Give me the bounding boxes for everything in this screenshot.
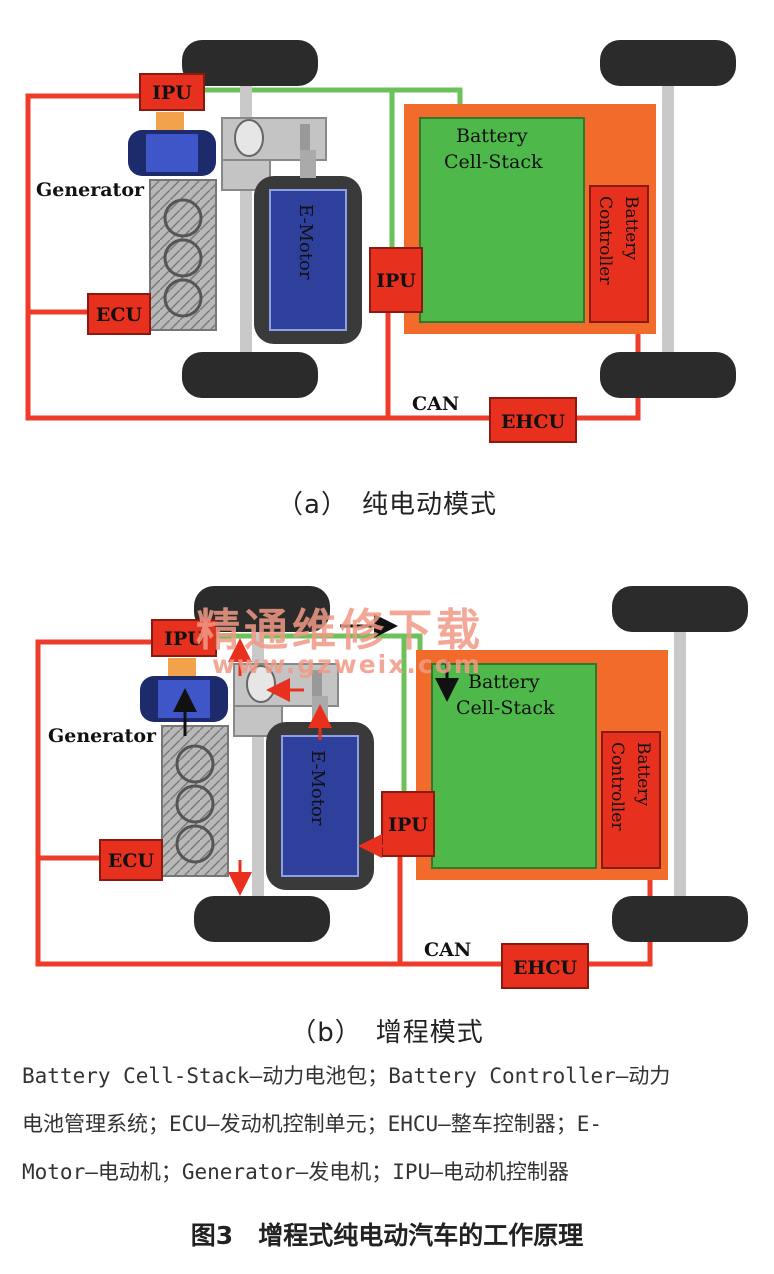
- emotor-label-a: E-Motor: [295, 204, 316, 280]
- ipu-top-label-a: IPU: [152, 82, 192, 104]
- battery-ctrl-label2-a: Controller: [595, 196, 615, 285]
- tire-rear-right-b: [194, 896, 330, 942]
- battery-ctrl-label1-b: Battery: [633, 742, 653, 806]
- ipu-mid-label-a: IPU: [376, 270, 416, 292]
- generator-label-a: Generator: [36, 179, 145, 201]
- tire-rear-right-a: [182, 352, 318, 398]
- battery-cell-stack-b: [431, 663, 597, 869]
- battery-controller-box-b: [601, 731, 661, 869]
- watermark-url: www.gzweix.com: [212, 650, 482, 679]
- diagram-b: IPU IPU ECU EHCU CAN Generator Battery C…: [35, 586, 748, 989]
- caption-b: （b） 增程模式: [290, 1018, 484, 1048]
- ehcu-label-a: EHCU: [501, 411, 566, 433]
- diagram-a: IPU IPU ECU EHCU CAN Generator Battery C…: [25, 40, 736, 443]
- ehcu-box-b: [501, 943, 589, 989]
- ipu-top-label-b: IPU: [164, 628, 204, 650]
- battery-stack-label2-b: Cell-Stack: [456, 697, 555, 719]
- energy-flow-arrows-b: [173, 614, 459, 896]
- ecu-label-b: ECU: [108, 850, 155, 872]
- figure-title: 图3 增程式纯电动汽车的工作原理: [190, 1221, 584, 1250]
- rear-axle-a: [240, 60, 252, 372]
- can-label-b: CAN: [424, 939, 471, 961]
- can-label-a: CAN: [412, 393, 459, 415]
- generator-label-b: Generator: [48, 725, 157, 747]
- tire-rear-left-b: [194, 586, 330, 632]
- front-axle-b: [674, 606, 686, 918]
- tire-rear-left-a: [182, 40, 318, 86]
- tire-front-left-b: [612, 586, 748, 632]
- ipu-mid-label-b: IPU: [388, 814, 428, 836]
- generator-a: [128, 112, 216, 176]
- caption-a: （a） 纯电动模式: [277, 490, 497, 520]
- ipu-top-box-b: [151, 619, 217, 657]
- emotor-label-b: E-Motor: [307, 750, 328, 826]
- engine-b: [161, 725, 229, 877]
- green-power-line-b: [217, 633, 423, 794]
- ecu-box-a: [87, 293, 151, 335]
- ipu-mid-box-a: [369, 247, 423, 313]
- legend-line-1: Battery Cell-Stack—动力电池包；Battery Control…: [22, 1064, 671, 1088]
- battery-stack-label1-b: Battery: [468, 671, 540, 693]
- battery-controller-box-a: [589, 185, 649, 323]
- ehcu-label-b: EHCU: [513, 957, 578, 979]
- engine-a: [149, 179, 217, 331]
- tire-front-right-b: [612, 896, 748, 942]
- tire-front-left-a: [600, 40, 736, 86]
- battery-stack-label2-a: Cell-Stack: [444, 151, 543, 173]
- front-axle-a: [662, 60, 674, 372]
- legend-line-3: Motor—电动机；Generator—发电机；IPU—电动机控制器: [22, 1160, 569, 1184]
- emotor-a: [254, 150, 362, 344]
- ipu-top-box-a: [139, 73, 205, 111]
- battery-ctrl-label2-b: Controller: [607, 742, 627, 831]
- battery-stack-label1-a: Battery: [456, 125, 528, 147]
- battery-ctrl-label1-a: Battery: [621, 196, 641, 260]
- ecu-box-b: [99, 839, 163, 881]
- tire-front-right-a: [600, 352, 736, 398]
- ehcu-box-a: [489, 397, 577, 443]
- battery-cell-stack-a: [419, 117, 585, 323]
- green-power-line-a: [205, 87, 463, 250]
- legend-line-2: 电池管理系统；ECU—发动机控制单元；EHCU—整车控制器；E-: [22, 1112, 603, 1136]
- watermark-cn: 精通维修下载: [196, 605, 484, 656]
- ecu-label-a: ECU: [96, 304, 143, 326]
